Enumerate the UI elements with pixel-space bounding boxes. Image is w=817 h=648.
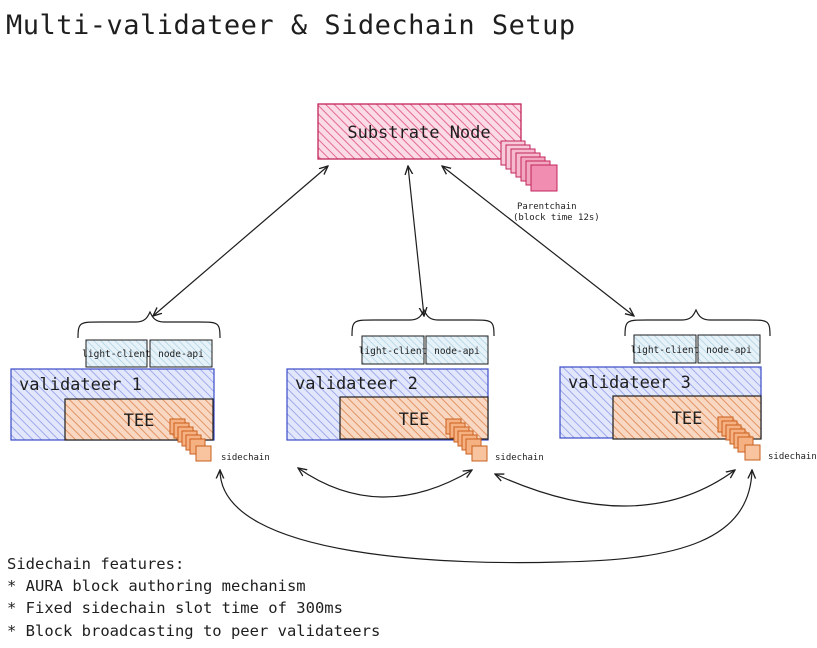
arrow-substrate-validateer-3	[442, 166, 634, 316]
node-api-label-1: node-api	[158, 349, 204, 360]
node-api-box-1	[149, 339, 213, 368]
node-api-label-3: node-api	[706, 345, 752, 356]
arrow-sidechain-2-3	[495, 470, 735, 507]
arrow-substrate-validateer-1	[153, 166, 328, 316]
sidechain-label-1: sidechain	[221, 453, 270, 463]
diagram-title: Multi-validateer & Sidechain Setup	[6, 10, 576, 41]
feature-item-3: * Block broadcasting to peer validateers	[7, 622, 380, 640]
light-client-box-2	[361, 335, 425, 365]
brace-1	[77, 310, 221, 339]
sidechain-block-stack-2	[445, 418, 488, 462]
light-client-box-1	[85, 339, 148, 368]
sidechain-label-2: sidechain	[495, 453, 544, 463]
validateer-1: light-client node-api validateer 1 TEE s…	[10, 310, 270, 463]
brace-3	[624, 308, 771, 337]
light-client-label-1: light-client	[82, 349, 151, 360]
substrate-node-label: Substrate Node	[347, 123, 490, 143]
parentchain-block-stack	[500, 140, 558, 192]
validateer-2: light-client node-api validateer 2 TEE s…	[286, 308, 544, 463]
features-heading: Sidechain features:	[7, 555, 184, 573]
brace-2	[351, 308, 495, 337]
node-api-box-3	[697, 334, 761, 364]
tee-label-3: TEE	[672, 409, 703, 429]
validateer-3: light-client node-api validateer 3 TEE s…	[559, 308, 817, 462]
parentchain-caption-line2: (block time 12s)	[513, 213, 600, 223]
node-api-label-2: node-api	[434, 346, 480, 357]
validateer-label-1: validateer 1	[19, 375, 142, 395]
sidechain-block-stack-1	[169, 418, 212, 462]
tee-label-1: TEE	[124, 411, 155, 431]
light-client-box-3	[633, 334, 697, 364]
arrow-sidechain-1-3	[220, 470, 752, 564]
sidechain-label-3: sidechain	[768, 452, 817, 462]
substrate-node: Substrate Node	[317, 103, 522, 160]
feature-item-2: * Fixed sidechain slot time of 300ms	[7, 599, 343, 617]
light-client-label-3: light-client	[631, 345, 700, 356]
node-api-box-2	[425, 335, 489, 365]
feature-item-1: * AURA block authoring mechanism	[7, 577, 306, 595]
sidechain-block-stack-3	[717, 416, 761, 461]
validateer-label-3: validateer 3	[568, 373, 691, 393]
arrow-substrate-validateer-2	[408, 166, 424, 316]
light-client-label-2: light-client	[359, 346, 428, 357]
parentchain-caption-line1: Parentchain	[517, 202, 577, 212]
tee-label-2: TEE	[399, 410, 430, 430]
arrow-sidechain-1-2	[298, 468, 472, 498]
validateer-label-2: validateer 2	[295, 374, 418, 394]
